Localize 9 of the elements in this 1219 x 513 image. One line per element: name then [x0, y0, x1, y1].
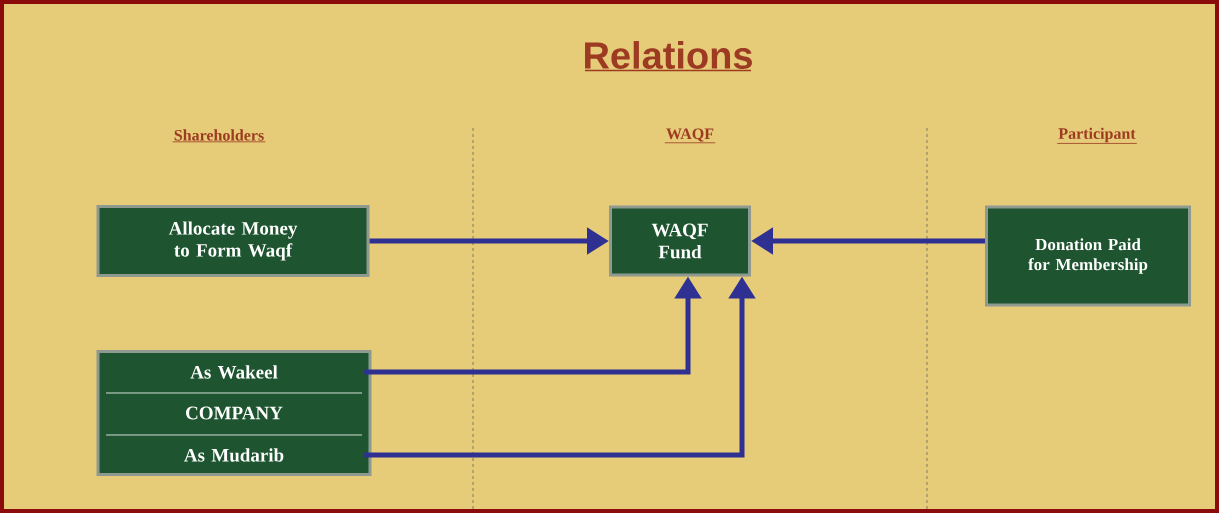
- process-box: Donation Paid for Membership: [985, 205, 1191, 307]
- row-label: As Mudarib: [184, 448, 284, 462]
- row-label: As Wakeel: [190, 365, 278, 379]
- title: Relations: [585, 41, 752, 69]
- column-heading: WAQF: [666, 128, 714, 142]
- column-heading: Shareholders: [174, 129, 264, 141]
- column-heading: Participant: [1058, 127, 1136, 143]
- process-box: Allocate Money to Form Waqf: [96, 205, 370, 277]
- process-box: WAQF Fund: [609, 205, 751, 277]
